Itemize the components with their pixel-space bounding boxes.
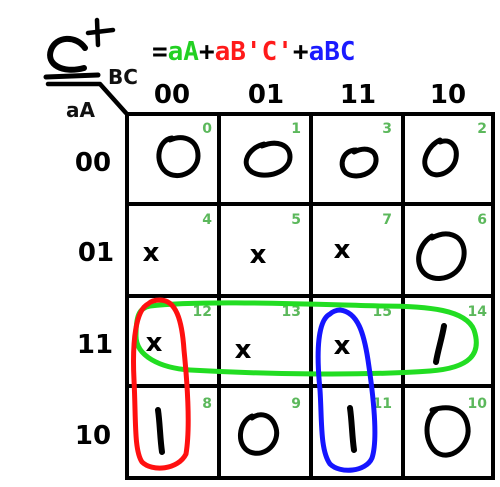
cell-index-5: 5	[291, 212, 301, 228]
cell-one-11	[347, 405, 357, 453]
cell-index-9: 9	[291, 396, 301, 412]
kmap-grid	[125, 112, 495, 480]
cell-one-14	[433, 323, 447, 365]
cell-index-8: 8	[202, 396, 212, 412]
handwritten-ones	[155, 323, 447, 455]
cell-zero-3	[339, 146, 379, 179]
cell-index-0: 0	[202, 121, 212, 137]
cell-index-6: 6	[477, 212, 487, 228]
cell-zero-9	[238, 412, 280, 456]
row-header-01: 01	[78, 238, 114, 268]
cell-value-5: x	[250, 240, 267, 270]
cell-index-11: 11	[373, 396, 392, 412]
red-group-loop	[131, 297, 191, 471]
row-variable-label: aA	[66, 98, 95, 122]
column-header-00: 00	[154, 80, 190, 110]
cell-index-7: 7	[382, 212, 392, 228]
row-header-10: 10	[75, 421, 111, 451]
cell-value-15: x	[334, 331, 351, 361]
column-header-10: 10	[430, 80, 466, 110]
column-header-11: 11	[340, 80, 376, 110]
cell-index-12: 12	[193, 304, 212, 320]
col-variable-label: BC	[108, 65, 138, 89]
green-group-loop	[133, 300, 479, 377]
cell-value-4: x	[143, 238, 160, 268]
cell-index-10: 10	[468, 396, 488, 412]
handwritten-plus-horizontal	[85, 27, 116, 36]
row-headers: 00 01 11 10	[75, 148, 114, 451]
cell-index-14: 14	[468, 304, 488, 320]
cell-value-12: x	[146, 328, 163, 358]
cell-index-2: 2	[477, 121, 487, 137]
cell-index-13: 13	[282, 304, 301, 320]
cell-index-4: 4	[202, 212, 212, 228]
handwritten-diagonal-line	[45, 81, 129, 116]
cell-index-1: 1	[291, 121, 301, 137]
equation: =aA+aB'C'+aBC	[152, 37, 356, 67]
cell-zero-0	[156, 135, 201, 179]
row-header-00: 00	[75, 148, 111, 178]
equation-term-aA: aA	[168, 37, 200, 67]
equation-plus-2: +	[293, 37, 309, 67]
cell-zero-1	[243, 140, 293, 178]
group-circles	[131, 297, 479, 473]
equation-plus-1: +	[199, 37, 215, 67]
column-header-01: 01	[248, 80, 284, 110]
cell-indices: 0 1 3 2 4 5 7 6 12 13 15 14 8 9 11 10	[193, 121, 488, 412]
equation-term-aBC: aBC	[309, 37, 356, 67]
row-header-11: 11	[77, 330, 113, 360]
cell-zero-6	[416, 231, 467, 281]
handwritten-underline	[43, 72, 101, 80]
cell-value-13: x	[235, 335, 252, 365]
equation-term-aBpCp: aB'C'	[215, 37, 293, 67]
equation-equals: =	[152, 37, 168, 67]
column-headers: 00 01 11 10	[154, 80, 466, 110]
dont-care-values: x x x x x x	[143, 235, 351, 365]
cell-zero-2	[422, 137, 459, 178]
handwritten-c-stroke	[47, 35, 88, 73]
blue-group-loop	[315, 307, 378, 473]
cell-one-8	[155, 407, 165, 455]
cell-index-3: 3	[382, 121, 392, 137]
cell-zero-10	[424, 405, 471, 458]
handwritten-header	[43, 17, 129, 116]
cell-value-7: x	[334, 235, 351, 265]
handwritten-zeros	[156, 135, 471, 458]
